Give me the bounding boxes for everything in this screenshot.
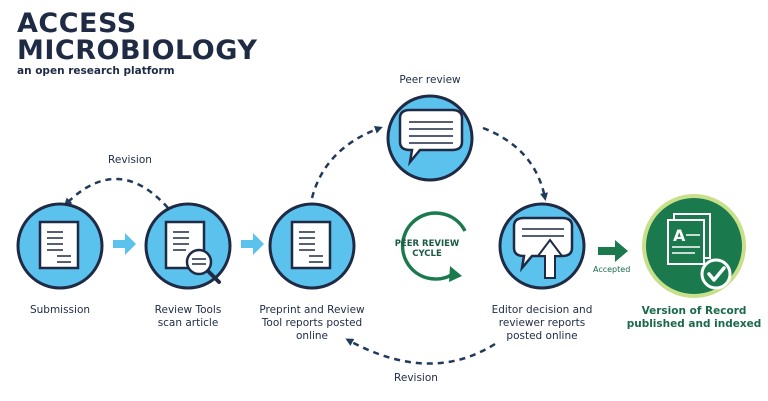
document-icon	[38, 220, 80, 270]
arc-from-peer-review	[482, 126, 548, 201]
arrow-right-icon	[113, 233, 136, 255]
version-of-record-label: Version of Record published and indexed	[624, 305, 764, 331]
review-tools-node	[144, 202, 232, 290]
peer-review-node	[386, 94, 474, 182]
cycle-icon	[400, 211, 467, 282]
upload-arrow-icon	[536, 238, 564, 279]
editor-label-line2: reviewer reports	[498, 317, 586, 329]
accepted-label: Accepted	[593, 265, 631, 274]
cycle-label-line1: PEER REVIEW	[394, 239, 460, 249]
review-tools-label-line1: Review Tools	[154, 304, 222, 316]
preprint-label-line2: Tool reports posted	[261, 317, 363, 329]
speech-bubble-icon	[398, 108, 464, 167]
vor-label-line2: published and indexed	[626, 318, 762, 330]
brand-title-line1: ACCESS	[17, 8, 137, 39]
revision-arc-bottom	[345, 338, 496, 365]
arc-to-peer-review	[310, 125, 383, 199]
editor-decision-node	[498, 202, 586, 290]
cycle-label-line2: CYCLE	[412, 249, 442, 259]
checkmark-icon	[700, 258, 732, 290]
brand-title-line2: MICROBIOLOGY	[17, 35, 258, 66]
arrow-right-icon	[241, 233, 264, 255]
preprint-label-line3: online	[295, 330, 329, 342]
document-stack-icon: A	[667, 213, 711, 265]
brand-block: ACCESS MICROBIOLOGY an open research pla…	[17, 10, 257, 77]
editor-label-line3: posted online	[506, 330, 578, 342]
peer-review-label: Peer review	[399, 74, 461, 86]
accepted-arrow-icon	[598, 240, 628, 262]
document-icon	[164, 220, 206, 270]
brand-subtitle: an open research platform	[17, 65, 175, 77]
submission-label: Submission	[29, 304, 91, 316]
review-tools-label-line2: scan article	[157, 317, 219, 329]
review-tools-label: Review Tools scan article	[138, 304, 238, 330]
document-icon	[290, 220, 332, 270]
preprint-label: Preprint and Review Tool reports posted …	[252, 304, 372, 343]
revision-arc-top	[63, 177, 169, 209]
doc-letter: A	[673, 226, 686, 245]
version-of-record-node: A	[642, 194, 746, 298]
magnifier-icon	[185, 248, 221, 284]
vor-label-line1: Version of Record	[641, 305, 747, 317]
preprint-label-line1: Preprint and Review	[259, 304, 365, 316]
submission-node	[16, 202, 104, 290]
cycle-label: PEER REVIEW CYCLE	[392, 239, 462, 259]
revision-label-top: Revision	[108, 154, 152, 166]
editor-label: Editor decision and reviewer reports pos…	[482, 304, 602, 343]
editor-label-line1: Editor decision and	[491, 304, 593, 316]
preprint-node	[268, 202, 356, 290]
revision-label-bottom: Revision	[394, 372, 438, 384]
